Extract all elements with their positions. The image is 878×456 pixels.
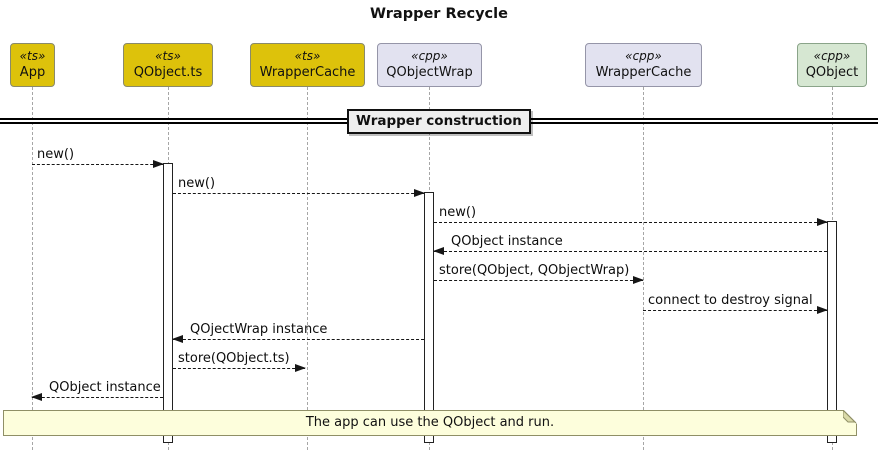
participant-stereotype: «cpp» <box>813 49 851 64</box>
message-label: store(QObject.ts) <box>178 351 290 366</box>
lifeline-wrappercache-ts <box>307 87 308 450</box>
message-label: new() <box>178 176 216 191</box>
note-text: The app can use the QObject and run. <box>305 415 555 430</box>
participant-stereotype: «cpp» <box>625 49 662 64</box>
note-fold-icon <box>843 410 857 424</box>
message-label: QOjectWrap instance <box>190 322 328 337</box>
activation-bar-qobject <box>827 221 837 443</box>
arrowhead-icon <box>633 276 644 284</box>
message-label: connect to destroy signal <box>648 293 813 308</box>
arrowhead-icon <box>172 335 183 343</box>
lifeline-wrappercache-cpp <box>643 87 644 450</box>
arrowhead-icon <box>817 306 828 314</box>
arrowhead-icon <box>295 364 306 372</box>
message-new-app-to-qobjectts: new() <box>32 147 164 168</box>
arrowhead-icon <box>414 189 425 197</box>
message-new-qobjectwrap-to-qobject: new() <box>434 205 828 226</box>
message-qojectwrap-instance-return: QOjectWrap instance <box>172 322 424 343</box>
message-qobject-instance-to-app: QObject instance <box>31 380 163 401</box>
participant-name: QObject.ts <box>133 65 203 81</box>
note: The app can use the QObject and run. <box>3 410 857 436</box>
arrowhead-icon <box>817 218 828 226</box>
message-label: QObject instance <box>49 380 161 395</box>
participant-stereotype: «cpp» <box>411 49 448 64</box>
message-connect-destroy-signal: connect to destroy signal <box>643 293 828 314</box>
message-qobject-instance-return: QObject instance <box>433 234 827 255</box>
participant-qobjectwrap: «cpp» QObjectWrap <box>377 43 482 87</box>
participant-qobject-ts: «ts» QObject.ts <box>123 43 213 87</box>
message-store-qobjectts: store(QObject.ts) <box>173 351 306 372</box>
message-label: QObject instance <box>451 234 563 249</box>
participant-name: QObject <box>805 65 859 81</box>
participant-name: WrapperCache <box>259 65 356 81</box>
arrowhead-icon <box>433 247 444 255</box>
participant-name: QObjectWrap <box>386 65 473 81</box>
message-store-qobject-qobjectwrap: store(QObject, QObjectWrap) <box>434 263 644 284</box>
participant-wrappercache-cpp: «cpp» WrapperCache <box>585 43 702 87</box>
participant-name: WrapperCache <box>595 65 692 81</box>
message-label: new() <box>439 205 477 220</box>
participant-app: «ts» App <box>10 43 55 87</box>
activation-bar-qobjectwrap <box>424 192 434 443</box>
message-new-qobjectts-to-qobjectwrap: new() <box>173 176 425 197</box>
diagram-title: Wrapper Recycle <box>370 6 508 22</box>
activation-bar-qobject-ts <box>163 163 173 443</box>
participant-stereotype: «ts» <box>19 49 46 64</box>
message-label: store(QObject, QObjectWrap) <box>439 263 630 278</box>
arrowhead-icon <box>153 160 164 168</box>
arrowhead-icon <box>31 393 42 401</box>
lifeline-app <box>32 87 33 450</box>
participant-stereotype: «ts» <box>155 49 181 64</box>
participant-wrappercache-ts: «ts» WrapperCache <box>250 43 365 87</box>
participant-name: App <box>19 65 46 81</box>
divider-label: Wrapper construction <box>347 109 531 134</box>
participant-stereotype: «ts» <box>294 49 321 64</box>
participant-qobject: «cpp» QObject <box>797 43 867 87</box>
message-label: new() <box>37 147 75 162</box>
